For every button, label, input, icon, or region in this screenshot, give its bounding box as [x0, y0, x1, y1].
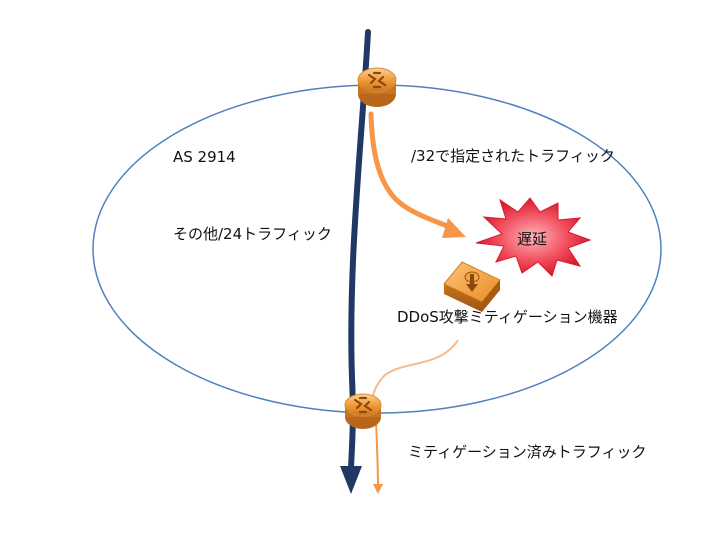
ddos-device-label: DDoS攻撃ミティゲーション機器	[397, 308, 618, 326]
as-boundary	[92, 84, 662, 414]
other-traffic-label: その他/24トラフィック	[173, 225, 332, 243]
bottom-router-icon	[344, 393, 382, 429]
delay-burst-icon: 遅延	[475, 197, 592, 277]
top-router-icon	[357, 67, 397, 107]
diverted-traffic-arrow	[368, 111, 466, 238]
as-number-label: AS 2914	[173, 148, 236, 166]
main-traffic-arrow	[340, 29, 371, 494]
delay-label: 遅延	[517, 230, 547, 248]
mitigated-traffic-arrow	[370, 339, 459, 494]
ddos-mitigation-icon	[443, 261, 501, 312]
mitigated-traffic-label: ミティゲーション済みトラフィック	[408, 443, 647, 461]
specified-traffic-label: /32で指定されたトラフィック	[411, 147, 615, 165]
